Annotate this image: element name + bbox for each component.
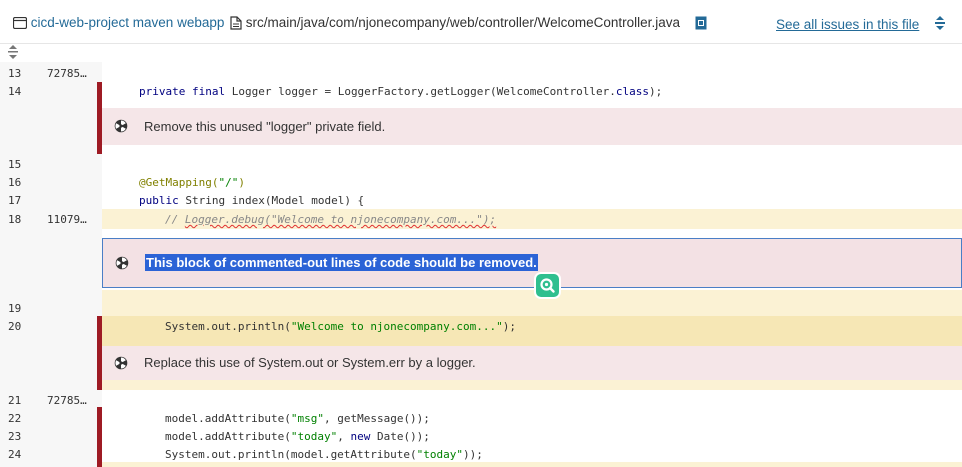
- code-text: // Logger.debug("Welcome to njonecompany…: [165, 213, 497, 226]
- scm-info[interactable]: 72785…: [47, 67, 87, 80]
- code-smell-icon: [114, 119, 128, 133]
- file-path-text: src/main/java/com/njonecompany/web/contr…: [245, 15, 680, 30]
- project-icon: [13, 17, 27, 30]
- code-text: System.out.println(model.getAttribute("t…: [165, 448, 483, 461]
- line-gutter: [0, 62, 102, 467]
- search-badge[interactable]: [536, 274, 559, 297]
- file-path: src/main/java/com/njonecompany/web/contr…: [230, 15, 707, 31]
- code-smell-icon: [115, 256, 129, 270]
- issue-marker[interactable]: [97, 316, 102, 390]
- issue-message[interactable]: This block of commented-out lines of cod…: [145, 254, 538, 271]
- line-number[interactable]: 19: [8, 302, 22, 315]
- issue-marker[interactable]: [97, 82, 102, 154]
- selected-text[interactable]: This block of commented-out lines of cod…: [145, 254, 538, 271]
- line-number[interactable]: 13: [8, 67, 22, 80]
- code-text: public String index(Model model) {: [139, 194, 365, 207]
- line-number[interactable]: 20: [8, 320, 22, 333]
- highlight-line-19: [102, 290, 962, 316]
- scm-info[interactable]: 11079…: [47, 213, 87, 226]
- line-number[interactable]: 14: [8, 85, 22, 98]
- expand-icon[interactable]: [934, 16, 946, 30]
- line-number[interactable]: 16: [8, 176, 22, 189]
- issue-box[interactable]: Remove this unused "logger" private fiel…: [102, 108, 962, 145]
- line-number[interactable]: 22: [8, 412, 22, 425]
- code-text: System.out.println("Welcome to njonecomp…: [165, 320, 517, 333]
- project-link[interactable]: cicd-web-project maven webapp: [13, 15, 224, 30]
- code-text: model.addAttribute("msg", getMessage());: [165, 412, 430, 425]
- line-number[interactable]: 23: [8, 430, 22, 443]
- highlight-after-issue: [102, 380, 962, 390]
- search-icon: [540, 278, 555, 293]
- line-number[interactable]: 24: [8, 448, 22, 461]
- see-all-issues-link[interactable]: See all issues in this file: [776, 17, 920, 32]
- code-text: @GetMapping("/"): [139, 176, 245, 189]
- issue-marker[interactable]: [97, 407, 102, 467]
- copy-path-icon[interactable]: [695, 16, 707, 30]
- line-number[interactable]: 21: [8, 394, 22, 407]
- code-text: private final Logger logger = LoggerFact…: [139, 85, 663, 98]
- file-header: cicd-web-project maven webapp src/main/j…: [0, 0, 962, 44]
- code-text: model.addAttribute("today", new Date());: [165, 430, 430, 443]
- project-name[interactable]: cicd-web-project maven webapp: [30, 15, 225, 30]
- expand-above-icon[interactable]: [8, 45, 18, 59]
- line-number[interactable]: 17: [8, 194, 22, 207]
- issue-message[interactable]: Remove this unused "logger" private fiel…: [144, 119, 386, 134]
- file-icon: [230, 16, 242, 31]
- scm-info[interactable]: 72785…: [47, 394, 87, 407]
- line-number[interactable]: 15: [8, 158, 22, 171]
- code-smell-icon: [114, 356, 128, 370]
- issue-box[interactable]: Replace this use of System.out or System…: [102, 346, 962, 380]
- issue-box-selected[interactable]: This block of commented-out lines of cod…: [102, 238, 962, 288]
- highlight-line-20: [102, 316, 962, 346]
- highlight-bottom: [102, 462, 962, 467]
- line-number[interactable]: 18: [8, 213, 22, 226]
- highlight-line-18: [102, 209, 962, 229]
- issue-message[interactable]: Replace this use of System.out or System…: [144, 355, 476, 370]
